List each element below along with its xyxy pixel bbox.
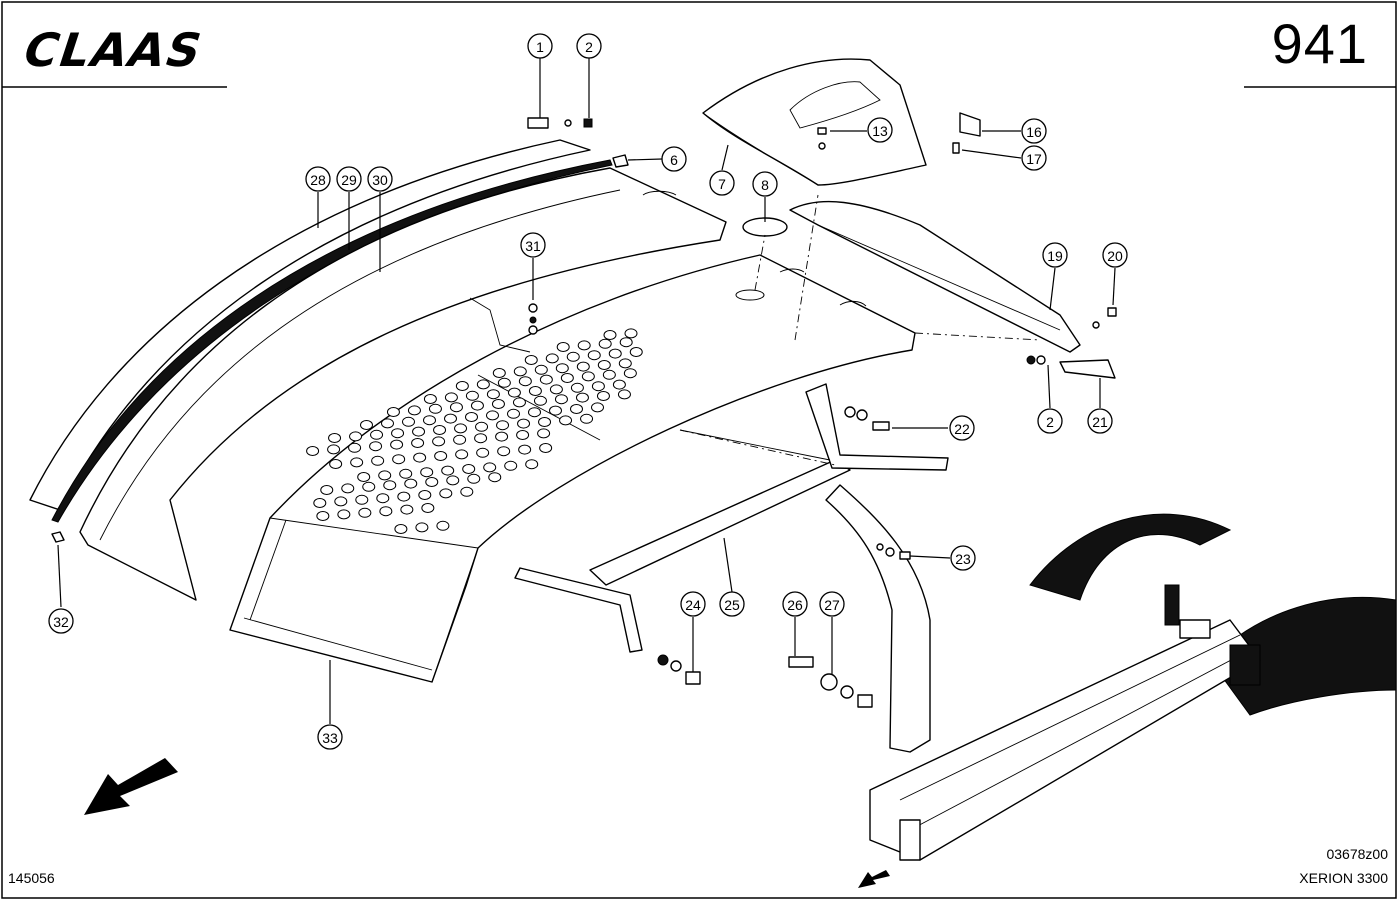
callout-32: 32	[48, 608, 74, 634]
callout-29: 29	[336, 166, 362, 192]
svg-text:31: 31	[525, 238, 541, 254]
callout-13: 13	[867, 117, 893, 143]
callout-16: 16	[1021, 118, 1047, 144]
callout-7: 7	[709, 170, 735, 196]
svg-text:25: 25	[724, 597, 740, 613]
fender-strip-outer	[29, 139, 591, 511]
callout-1: 1	[527, 33, 553, 59]
svg-text:19: 19	[1047, 248, 1063, 264]
svg-text:CLAAS: CLAAS	[16, 24, 211, 78]
callout-22: 22	[949, 415, 975, 441]
svg-text:16: 16	[1026, 124, 1042, 140]
claas-logo: CLAAS	[16, 24, 211, 78]
model-name: XERION 3300	[1299, 870, 1388, 886]
perforation-holes	[306, 328, 643, 534]
side-rail	[789, 200, 1081, 353]
svg-text:17: 17	[1026, 151, 1042, 167]
svg-text:21: 21	[1092, 414, 1108, 430]
svg-text:13: 13	[872, 123, 888, 139]
callout-26: 26	[782, 591, 808, 617]
callout-2: 2	[576, 33, 602, 59]
callout-19: 19	[1042, 242, 1068, 268]
svg-text:32: 32	[53, 614, 69, 630]
drawing-code: 03678z00	[1326, 846, 1388, 862]
support-frame	[514, 383, 949, 753]
svg-text:2: 2	[1046, 414, 1054, 430]
svg-text:8: 8	[761, 177, 769, 193]
rail-bracket	[1059, 359, 1116, 379]
svg-text:26: 26	[787, 597, 803, 613]
svg-text:2: 2	[585, 39, 593, 55]
svg-text:24: 24	[685, 597, 701, 613]
svg-text:7: 7	[718, 176, 726, 192]
callout-33: 33	[317, 724, 343, 750]
fender-strip-rubber	[51, 159, 613, 523]
svg-text:22: 22	[954, 421, 970, 437]
svg-text:28: 28	[310, 172, 326, 188]
callout-23: 23	[950, 545, 976, 571]
callout-8: 8	[752, 171, 778, 197]
svg-text:29: 29	[341, 172, 357, 188]
small-bracket	[952, 112, 981, 154]
callout-21: 21	[1087, 408, 1113, 434]
callout-17: 17	[1021, 145, 1047, 171]
svg-text:20: 20	[1107, 248, 1123, 264]
callout-2: 2	[1037, 408, 1063, 434]
svg-text:33: 33	[322, 730, 338, 746]
callout-6: 6	[661, 146, 687, 172]
arrow-down-left-icon	[858, 870, 890, 888]
arrow-down-left-icon	[84, 758, 178, 815]
callout-20: 20	[1102, 242, 1128, 268]
top-cover	[702, 58, 927, 186]
page-number: 941	[1271, 12, 1368, 75]
tractor-chassis	[869, 513, 1397, 861]
callout-27: 27	[819, 591, 845, 617]
callout-24: 24	[680, 591, 706, 617]
hardware-fasteners	[51, 117, 1117, 708]
document-id: 145056	[8, 870, 55, 886]
callout-30: 30	[367, 166, 393, 192]
callout-28: 28	[305, 166, 331, 192]
leader-lines	[57, 58, 1116, 724]
svg-text:1: 1	[536, 39, 544, 55]
callout-25: 25	[719, 591, 745, 617]
svg-text:6: 6	[670, 152, 678, 168]
fender-mid-panel	[79, 167, 727, 601]
svg-text:27: 27	[824, 597, 840, 613]
svg-text:30: 30	[372, 172, 388, 188]
main-fender	[229, 254, 916, 683]
svg-text:23: 23	[955, 551, 971, 567]
callout-31: 31	[520, 232, 546, 258]
